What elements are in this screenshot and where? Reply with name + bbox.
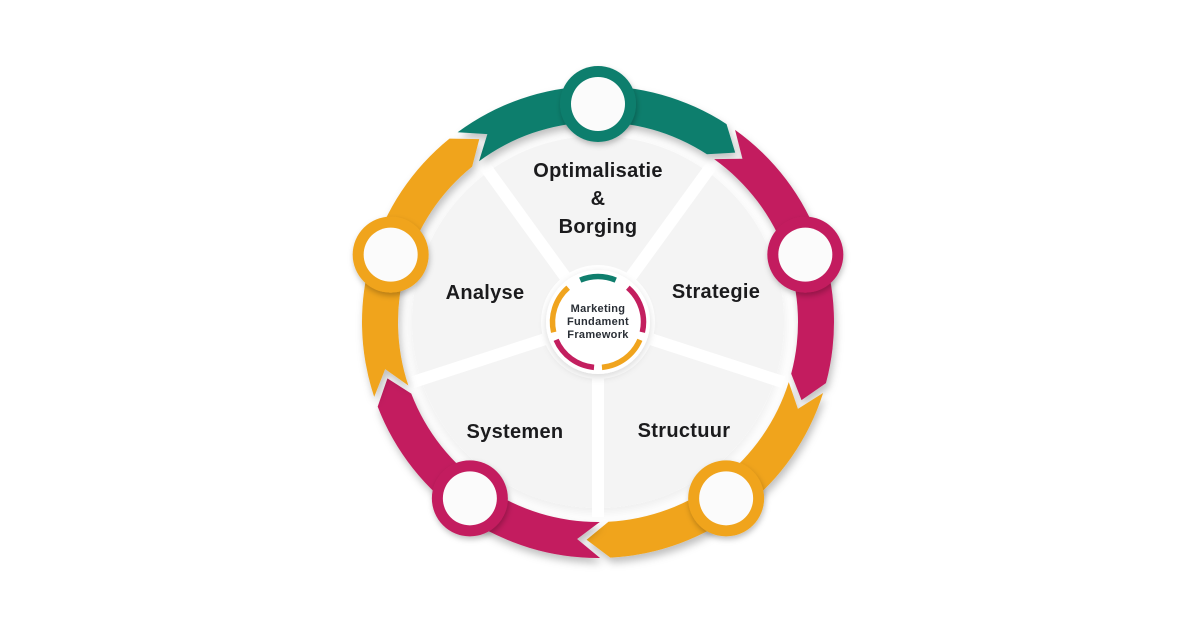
segment-label: Systemen bbox=[467, 421, 564, 443]
junction-node bbox=[352, 216, 429, 293]
segment-label: Structuur bbox=[638, 420, 731, 442]
node-center bbox=[778, 227, 833, 282]
node-center bbox=[571, 77, 625, 131]
segment-label-line: Borging bbox=[559, 216, 638, 238]
node-center bbox=[442, 471, 497, 526]
arrow-band-teal bbox=[457, 85, 736, 162]
node-center bbox=[699, 471, 754, 526]
junction-node bbox=[767, 216, 844, 293]
hub-ring-segment-orange bbox=[601, 338, 643, 371]
hub-title-line: Framework bbox=[567, 329, 629, 341]
arrow-band-magenta bbox=[714, 129, 835, 401]
hub-circle bbox=[546, 270, 650, 374]
node-center bbox=[363, 227, 418, 282]
hub-ring-segment-teal bbox=[579, 273, 617, 283]
wedge-divider bbox=[410, 331, 555, 388]
wedge-divider bbox=[621, 160, 718, 287]
junction-node bbox=[688, 460, 765, 537]
junction-node bbox=[560, 66, 636, 142]
segment-label: Strategie bbox=[672, 281, 760, 303]
nodes-layer bbox=[352, 66, 844, 537]
hub-title-line: Fundament bbox=[567, 316, 629, 328]
segment-label-line: Optimalisatie bbox=[533, 160, 663, 182]
segment-label-line: & bbox=[591, 188, 606, 210]
wedge-divider bbox=[641, 331, 786, 388]
hub-ring-segment-magenta bbox=[553, 338, 595, 371]
hub-ring-segment-magenta bbox=[625, 285, 647, 333]
segment-label: Analyse bbox=[446, 282, 525, 304]
hub-title-line: Marketing bbox=[571, 303, 626, 315]
hub-ring-segment-orange bbox=[549, 285, 571, 333]
junction-node bbox=[431, 460, 508, 537]
arrow-band-orange bbox=[362, 138, 480, 397]
wedge-divider bbox=[478, 160, 575, 287]
bands-layer bbox=[362, 85, 835, 558]
